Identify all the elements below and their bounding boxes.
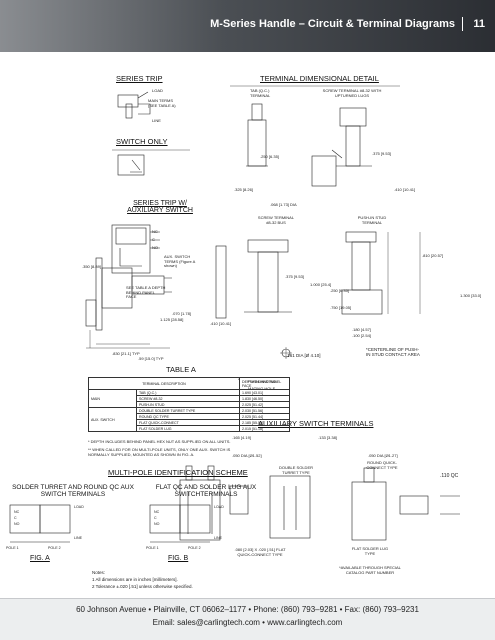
dim-d161: .161 DIA [Ø 4.10] — [286, 353, 321, 358]
flat-solder-label: FLAT SOLDER LUG TYPE — [351, 546, 389, 556]
screw-upturned-label: SCREW TERMINAL #8-32 WITH UPTURNED LUGS — [322, 88, 382, 98]
dim-d100: .100 [2.54] — [352, 333, 371, 338]
footer-bar — [0, 598, 495, 640]
dim-d750: .750 [19.05] — [330, 305, 352, 310]
see-table-a: SEE TABLE A DEPTH BEHIND PANEL FACE — [126, 285, 166, 300]
switch-only-title: SWITCH ONLY — [116, 137, 168, 146]
dim-d1300: 1.300 [33.0] — [460, 293, 482, 298]
table-note-2: ** WHEN CALLED FOR ON MULTI-POLE UNITS, … — [88, 447, 231, 457]
dim-350: .350 [8.89] — [82, 264, 101, 269]
note-2: 2 Tolerance ±.020 [.51] unless otherwise… — [92, 584, 193, 589]
notes-heading: Notes: — [92, 570, 106, 575]
table-group-main: MAIN — [88, 389, 137, 408]
series-trip-title: SERIES TRIP — [116, 74, 163, 83]
fig-b-line: LINE — [214, 536, 222, 540]
footer-contact: Email: sales@carlingtech.com • www.carli… — [152, 618, 343, 627]
table-head-star: * — [238, 377, 240, 382]
fig-b-load: LOAD — [214, 505, 224, 509]
fig-b-title: FLAT QC AND SOLDER LUG AUX SWITCHTERMINA… — [155, 484, 257, 498]
dim-d1000: 1.000 [25.4] — [310, 282, 332, 287]
fig-a-load: LOAD — [74, 505, 84, 509]
multi-pole-title: MULTI-POLE IDENTIFICATION SCHEME — [108, 468, 248, 477]
dim-d180: .180 [4.57] — [352, 327, 371, 332]
header-bar — [0, 0, 495, 52]
flat-qc-type: .110 QC — [440, 473, 459, 479]
fig-b-nc: NC — [154, 510, 160, 514]
c-label: C — [152, 237, 155, 242]
line-label: LINE — [152, 118, 161, 123]
table-a: TERMINAL DESCRIPTION DEPTH BEHIND PANEL … — [88, 377, 290, 432]
table-a-title: TABLE A — [166, 365, 196, 374]
table-row: AUX. SWITCH DOUBLE SOLDER TURRET TYPE 2.… — [88, 407, 290, 432]
series-trip-aux-title: SERIES TRIP W/ AUXILIARY SWITCH — [127, 200, 193, 214]
table-group-aux: AUX. SWITCH — [88, 407, 137, 432]
dim-590: .59 [15.0] TYP — [138, 356, 164, 361]
round-qc-label: ROUND QUICK-CONNECT TYPE — [366, 460, 398, 470]
aux-050b: .050 DIA [Ø1.27] — [368, 453, 398, 458]
fig-b-pole2: POLE 2 — [188, 546, 201, 550]
dim-d375b: .375 [9.53] — [285, 274, 304, 279]
dim-d410: .410 [10.41] — [394, 187, 416, 192]
page-title: M-Series Handle – Circuit & Terminal Dia… — [210, 18, 455, 30]
dim-d250: .250 [6.35] — [260, 154, 279, 159]
dim-d810: .810 [20.57] — [422, 253, 444, 258]
fig-a-title: SOLDER TURRET AND ROUND QC AUX SWITCH TE… — [12, 484, 134, 498]
terminal-detail-title: TERMINAL DIMENSIONAL DETAIL — [260, 74, 379, 83]
page-number: 11 — [473, 18, 485, 30]
aux-165: .165 [4.19] — [232, 435, 251, 440]
fig-b-pole1: POLE 1 — [146, 546, 159, 550]
dim-830: .830 [21.1] TYP — [112, 351, 140, 356]
nc-label: NC — [152, 229, 158, 234]
footer-address: 60 Johnson Avenue • Plainville, CT 06062… — [76, 605, 419, 614]
dim-d375: .375 [9.53] — [372, 151, 391, 156]
dim-d410b: .410 [10.41] — [210, 321, 232, 326]
centerline-note: *CENTERLINE OF PUSH-IN STUD CONTACT AREA — [366, 347, 420, 358]
dim-d250b: .250 [6.35] — [330, 288, 349, 293]
aux-133: .133 [3.38] — [318, 435, 337, 440]
aux-050a: .050 DIA [Ø1.52] — [232, 453, 262, 458]
fig-a-c: C — [14, 516, 17, 520]
table-head-depth: DEPTH BEHIND PANEL FACE — [239, 377, 290, 390]
load-label: LOAD — [152, 88, 163, 93]
screw-bus-label: SCREW TERMINAL #8-32 BUS — [257, 215, 295, 225]
fig-a-pole2: POLE 2 — [48, 546, 61, 550]
fig-a-pole1: POLE 1 — [6, 546, 19, 550]
dim-d068: .068 [1.73] DIA — [270, 202, 297, 207]
main-terms-label: MAIN TERMS (SEE TABLE A) — [148, 98, 176, 108]
table-header-row: TERMINAL DESCRIPTION DEPTH BEHIND PANEL … — [88, 377, 290, 390]
tab-qc-label: TAB (Q.C.) TERMINAL — [250, 88, 271, 98]
fig-b-label: FIG. B — [168, 555, 189, 562]
double-solder-label: DOUBLE SOLDER TURRET TYPE — [278, 465, 313, 475]
fig-a-line: LINE — [74, 536, 82, 540]
table-note-1: * DEPTH INCLUDES BEHIND PANEL HEX NUT AS… — [88, 439, 231, 444]
flat-qc-label: .080 [2.03] X .020 [.51] FLAT QUICK-CONN… — [234, 547, 286, 557]
fig-a-no: NO — [14, 522, 20, 526]
push-in-label: PUSH-IN STUD TERMINAL — [357, 215, 387, 225]
table-cell: 2.015 [51.18] — [239, 425, 290, 432]
table-cell: FLAT SOLDER LUG — [135, 425, 241, 432]
fig-b-no: NO — [154, 522, 160, 526]
table-row: FLAT SOLDER LUG 2.015 [51.18] — [89, 425, 290, 432]
available-special-note: *AVAILABLE THROUGH SPECIAL CATALOG PART … — [339, 565, 401, 575]
aux-switch-terms-label: AUX. SWITCH TERMS (Figure A shown) — [164, 254, 196, 269]
dim-d325: .325 [8.26] — [234, 187, 253, 192]
header-divider — [462, 17, 463, 31]
note-1: 1 All dimensions are in inches [millimet… — [92, 577, 178, 582]
no-label: NO — [152, 245, 158, 250]
fig-a-label: FIG. A — [30, 555, 50, 562]
aux-terminals-title: AUXILIARY SWITCH TERMINALS — [258, 419, 374, 428]
fig-b-c: C — [154, 516, 157, 520]
fig-a-nc: NC — [14, 510, 20, 514]
dim-1125: 1.125 [28.58] — [160, 317, 184, 322]
dim-070: .070 [1.78] — [172, 311, 191, 316]
table-head-desc: TERMINAL DESCRIPTION — [88, 377, 240, 390]
